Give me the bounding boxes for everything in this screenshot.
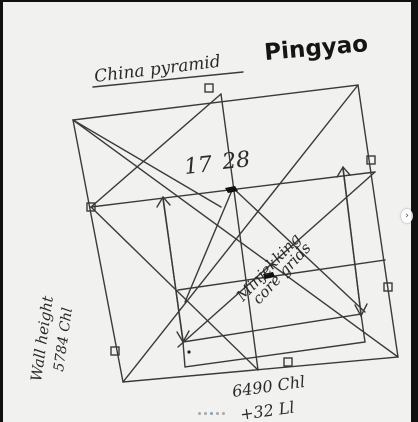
tick-right-upper xyxy=(366,155,376,165)
marker-upper xyxy=(225,186,238,193)
arrow-right-head-bottom xyxy=(354,303,368,318)
arrow-left-head-bottom xyxy=(176,330,190,344)
diagonal-lower-right xyxy=(177,171,376,348)
diagonal-cross xyxy=(122,84,359,383)
mid-line-lower xyxy=(177,259,386,291)
arrow-right-shaft xyxy=(342,168,362,315)
carousel-pagination xyxy=(198,412,225,415)
tick-top xyxy=(204,83,214,93)
vertical-center xyxy=(220,93,259,371)
chevron-right-icon: › xyxy=(405,211,409,221)
small-dot xyxy=(187,350,191,354)
title-right-text: Pingyao xyxy=(263,31,369,66)
pagination-dot[interactable] xyxy=(222,412,225,415)
arrow-left-shaft xyxy=(162,198,184,341)
arrow-right-head-top xyxy=(336,165,351,178)
tick-left-lower xyxy=(110,346,120,356)
measure-number-2: 28 xyxy=(220,147,251,175)
sketch-photo: China pyramid Pingyao 17 28 Minjekking c… xyxy=(3,2,411,422)
measure-number-1: 17 xyxy=(183,152,213,180)
tick-left xyxy=(86,202,96,212)
title-underline xyxy=(92,71,244,88)
tick-bottom xyxy=(283,357,293,367)
side-note-line-2: 5784 Chl xyxy=(51,307,76,373)
title-left-text: China pyramid xyxy=(93,52,222,87)
marker-lower xyxy=(263,272,275,279)
carousel-next-button[interactable]: › xyxy=(401,209,413,223)
inner-lower-box xyxy=(182,313,366,368)
diagonal-fan-2 xyxy=(184,187,234,303)
arrow-left-head-top xyxy=(156,195,171,208)
tick-right-lower xyxy=(383,282,393,292)
diagonal-lower-left xyxy=(90,206,259,371)
pagination-dot[interactable] xyxy=(198,412,201,415)
diagonal-tl xyxy=(72,119,222,208)
pagination-dot-active[interactable] xyxy=(210,412,213,415)
diagonal-fan-1 xyxy=(232,187,366,313)
pagination-dot[interactable] xyxy=(216,412,219,415)
diagonal-tr xyxy=(90,93,222,208)
outer-square xyxy=(72,84,399,383)
sketch-drawing: China pyramid Pingyao 17 28 Minjekking c… xyxy=(27,31,399,422)
bottom-note-line-2: +32 Ll xyxy=(239,398,296,422)
bottom-note-line-1: 6490 Chl xyxy=(231,372,306,401)
pagination-dot[interactable] xyxy=(204,412,207,415)
diagonal-main xyxy=(72,119,399,358)
